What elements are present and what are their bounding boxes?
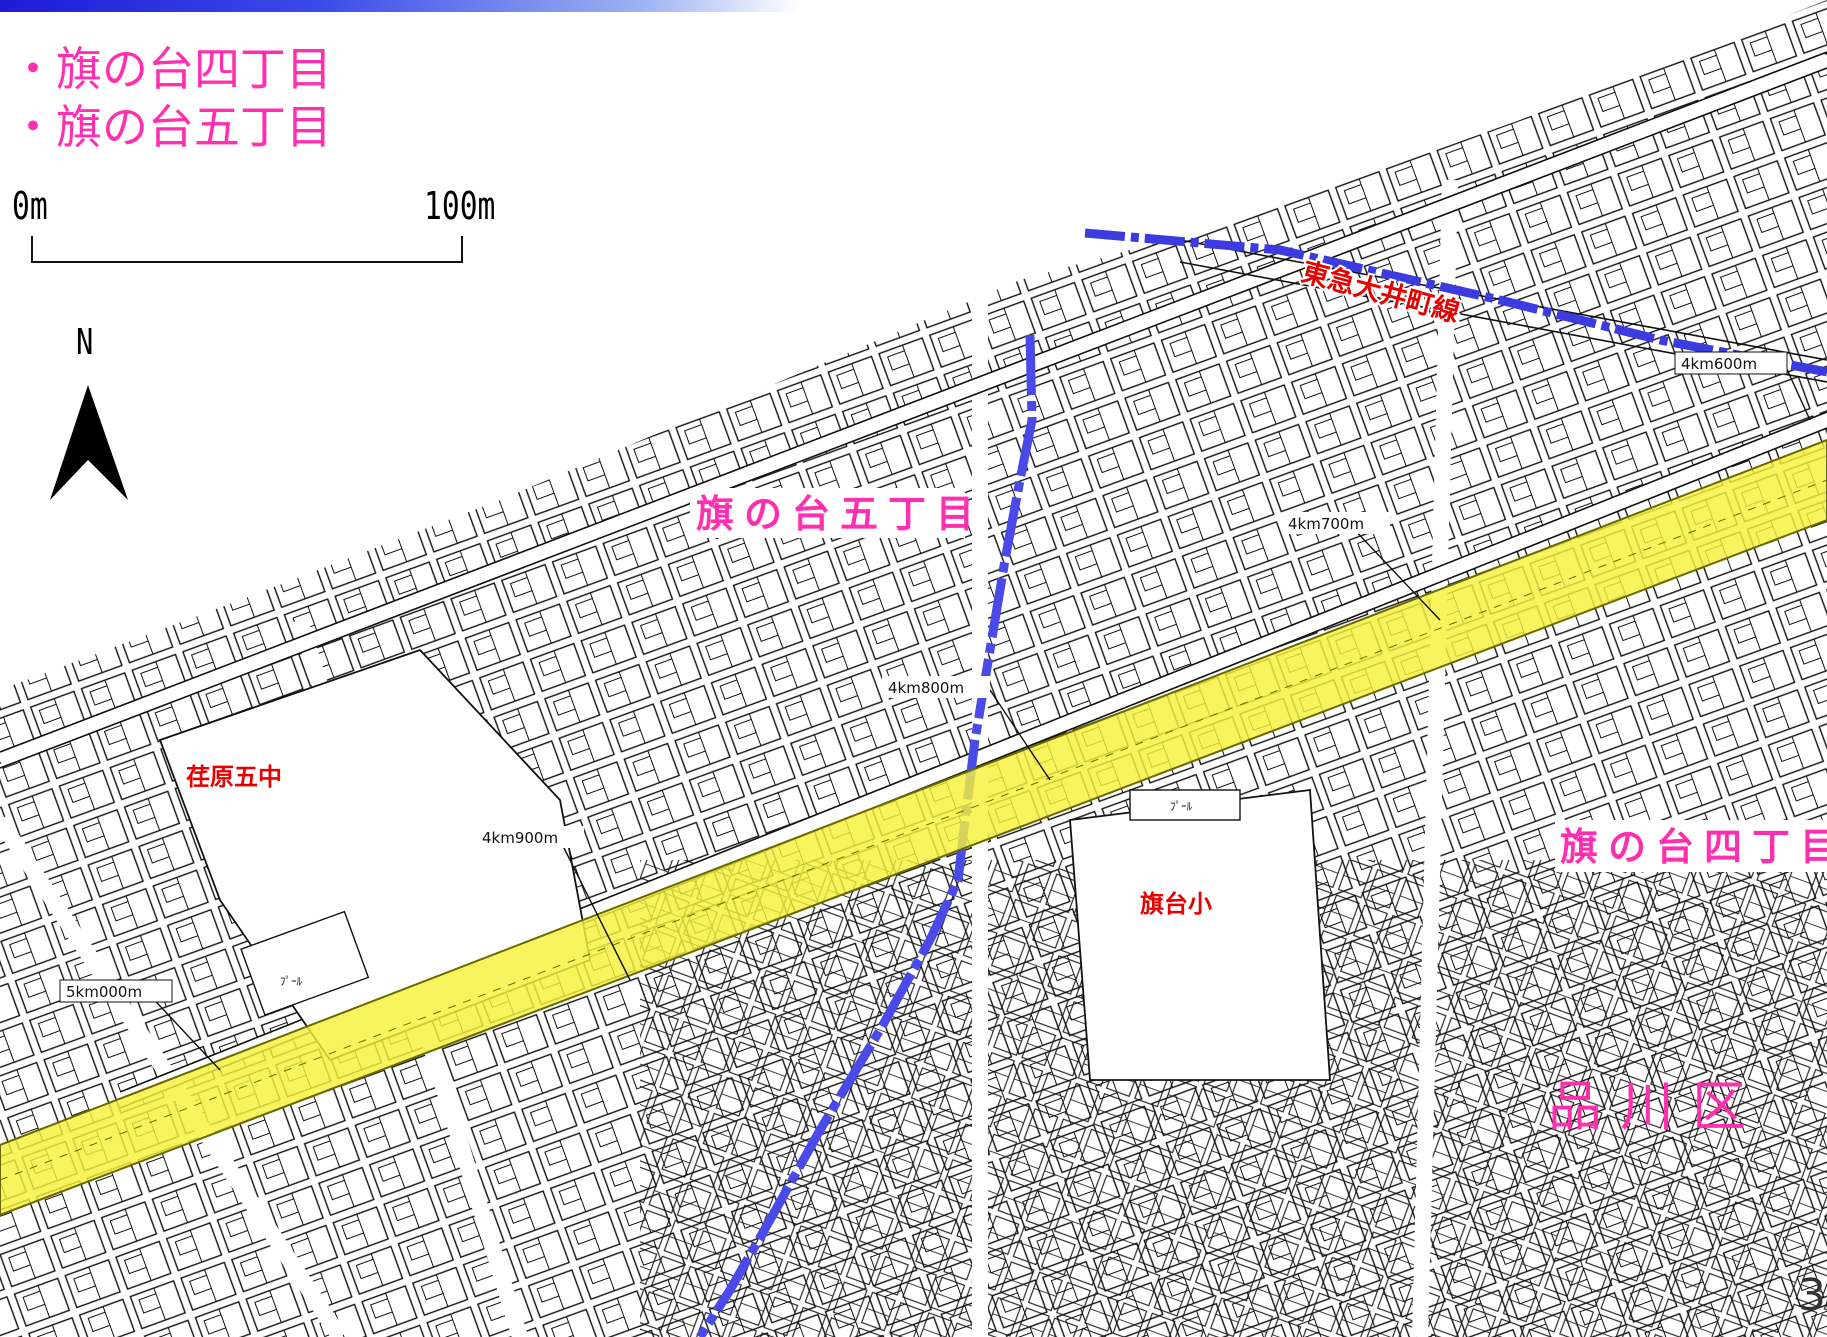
header-line-4-chome: ・旗の台四丁目 <box>10 42 332 96</box>
page-number: 3 <box>1798 1270 1826 1321</box>
ward-label: 品川区 <box>1548 1075 1764 1138</box>
hatadai-sho-grounds <box>1069 788 1331 1081</box>
district-label-4-chome: 旗の台四丁目 <box>1560 825 1827 869</box>
district-label-5-chome: 旗の台五丁目 <box>696 492 984 536</box>
tokyu-oimachi-line-blue <box>1084 228 1827 377</box>
scale-start-label: 0m <box>12 184 48 228</box>
north-label: N <box>76 322 94 363</box>
km-label-4-600: 4km600m <box>1681 355 1757 373</box>
km-label-4-700: 4km700m <box>1288 515 1364 533</box>
pool-label-chu: ﾌﾟｰﾙ <box>280 975 302 988</box>
km-label-4-800: 4km800m <box>888 679 964 697</box>
north-arrow-icon <box>50 385 128 500</box>
school-label-ebara-5-chu: 荏原五中 <box>186 763 282 791</box>
pool-label-school: ﾌﾟｰﾙ <box>1170 800 1192 813</box>
scale-bar-line <box>31 236 463 263</box>
header-line-5-chome: ・旗の台五丁目 <box>10 100 332 154</box>
top-gradient-bar <box>0 0 800 12</box>
school-label-hatadai-sho: 旗台小 <box>1140 890 1212 918</box>
scale-end-label: 100m <box>424 184 496 228</box>
km-label-4-900: 4km900m <box>482 829 558 847</box>
km-label-5-000: 5km000m <box>66 983 142 1001</box>
tunnel-corridor <box>0 438 1827 1217</box>
